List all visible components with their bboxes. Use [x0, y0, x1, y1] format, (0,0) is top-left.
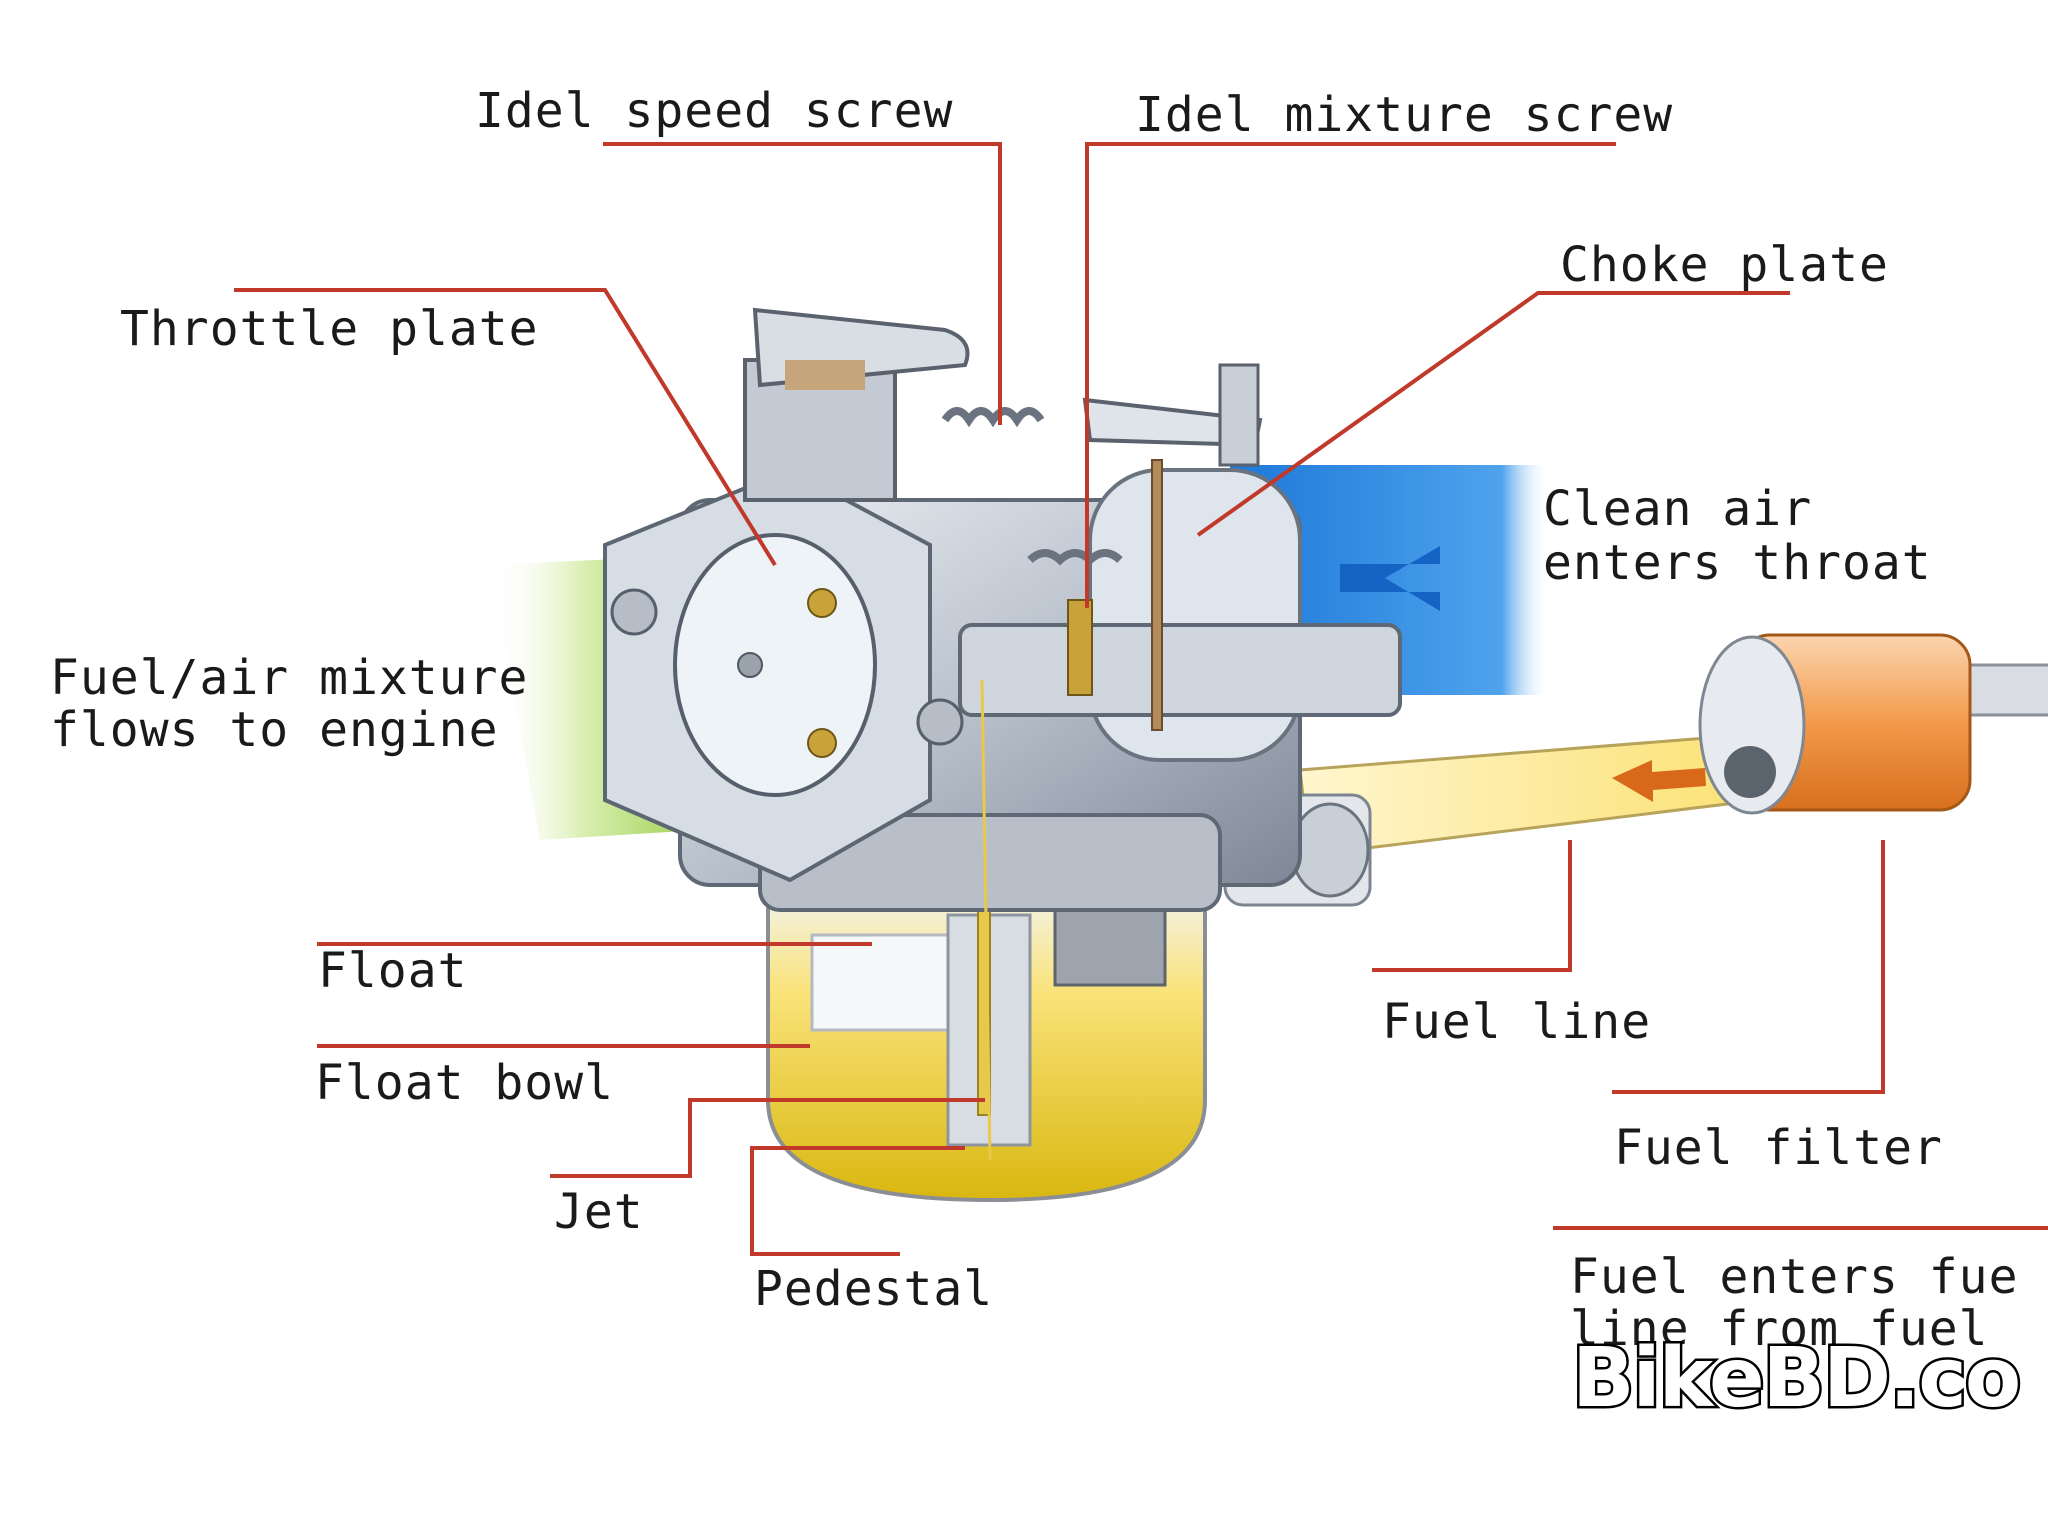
leader-jet: [550, 1098, 985, 1178]
bore-screw-top: [807, 588, 837, 618]
throttle-bore: [673, 533, 877, 797]
label-fuel-enters-2: line from fuel: [1570, 1301, 1989, 1357]
linkage-pad: [785, 360, 865, 390]
flange-hole-left: [610, 588, 658, 636]
filter-clamp: [1724, 746, 1776, 798]
label-clean-air-1: Clean air: [1543, 481, 1813, 537]
label-float: Float: [318, 943, 468, 999]
float-block: [810, 933, 964, 1032]
top-linkage: [743, 307, 1045, 502]
air-arrow: [1340, 546, 1440, 611]
leader-idle-mixture: [1085, 142, 1616, 608]
flange-hole-right: [916, 698, 964, 746]
bore-screw-bottom: [807, 728, 837, 758]
leader-lines: [234, 142, 2048, 1256]
label-fuel-enters-1: Fuel enters fue: [1570, 1249, 2019, 1305]
choke-shaft: [1151, 459, 1163, 731]
label-idle-mixture-screw: Idel mixture screw: [1135, 87, 1674, 143]
throttle-flange: [603, 467, 964, 883]
choke-post: [1218, 363, 1260, 467]
label-fuel-air-1: Fuel/air mixture: [50, 650, 529, 706]
label-pedestal: Pedestal: [754, 1261, 994, 1317]
label-clean-air-2: enters throat: [1543, 535, 1932, 591]
label-idle-speed-screw: Idel speed screw: [475, 83, 954, 139]
idle-mixture-tip: [1067, 599, 1093, 696]
jet-flow-line: [980, 679, 992, 1161]
mixture-and-choke: [1027, 363, 1263, 731]
leader-throttle: [234, 288, 777, 567]
label-throttle-plate: Throttle plate: [120, 301, 539, 357]
fuel-line-tube: [1298, 733, 1762, 857]
watermark-logo: BikeBD.co: [1569, 1331, 2023, 1426]
bore-pivot: [737, 652, 763, 678]
idle-speed-spring: [941, 407, 1045, 428]
fuel-filter-part: [1698, 633, 2048, 815]
leader-idle-speed: [603, 142, 1002, 425]
mounting-bar: [958, 623, 1402, 717]
label-choke-plate: Choke plate: [1560, 237, 1889, 293]
leader-pedestal: [750, 1146, 965, 1256]
elbow-opening: [1290, 802, 1370, 898]
label-fuel-air-2: flows to engine: [50, 702, 499, 758]
label-jet: Jet: [554, 1184, 644, 1240]
leader-fuel-line: [1372, 840, 1572, 972]
label-fuel-filter: Fuel filter: [1614, 1120, 1943, 1176]
idle-mixture-spring: [1027, 549, 1123, 566]
label-float-bowl: Float bowl: [315, 1055, 614, 1111]
leader-choke: [1196, 291, 1790, 537]
float-hinge: [1053, 898, 1167, 987]
fuel-arrow: [1612, 760, 1706, 802]
filter-outlet: [1958, 663, 2048, 717]
leader-fuel-filter: [1612, 840, 1885, 1094]
label-fuel-line: Fuel line: [1382, 994, 1652, 1050]
